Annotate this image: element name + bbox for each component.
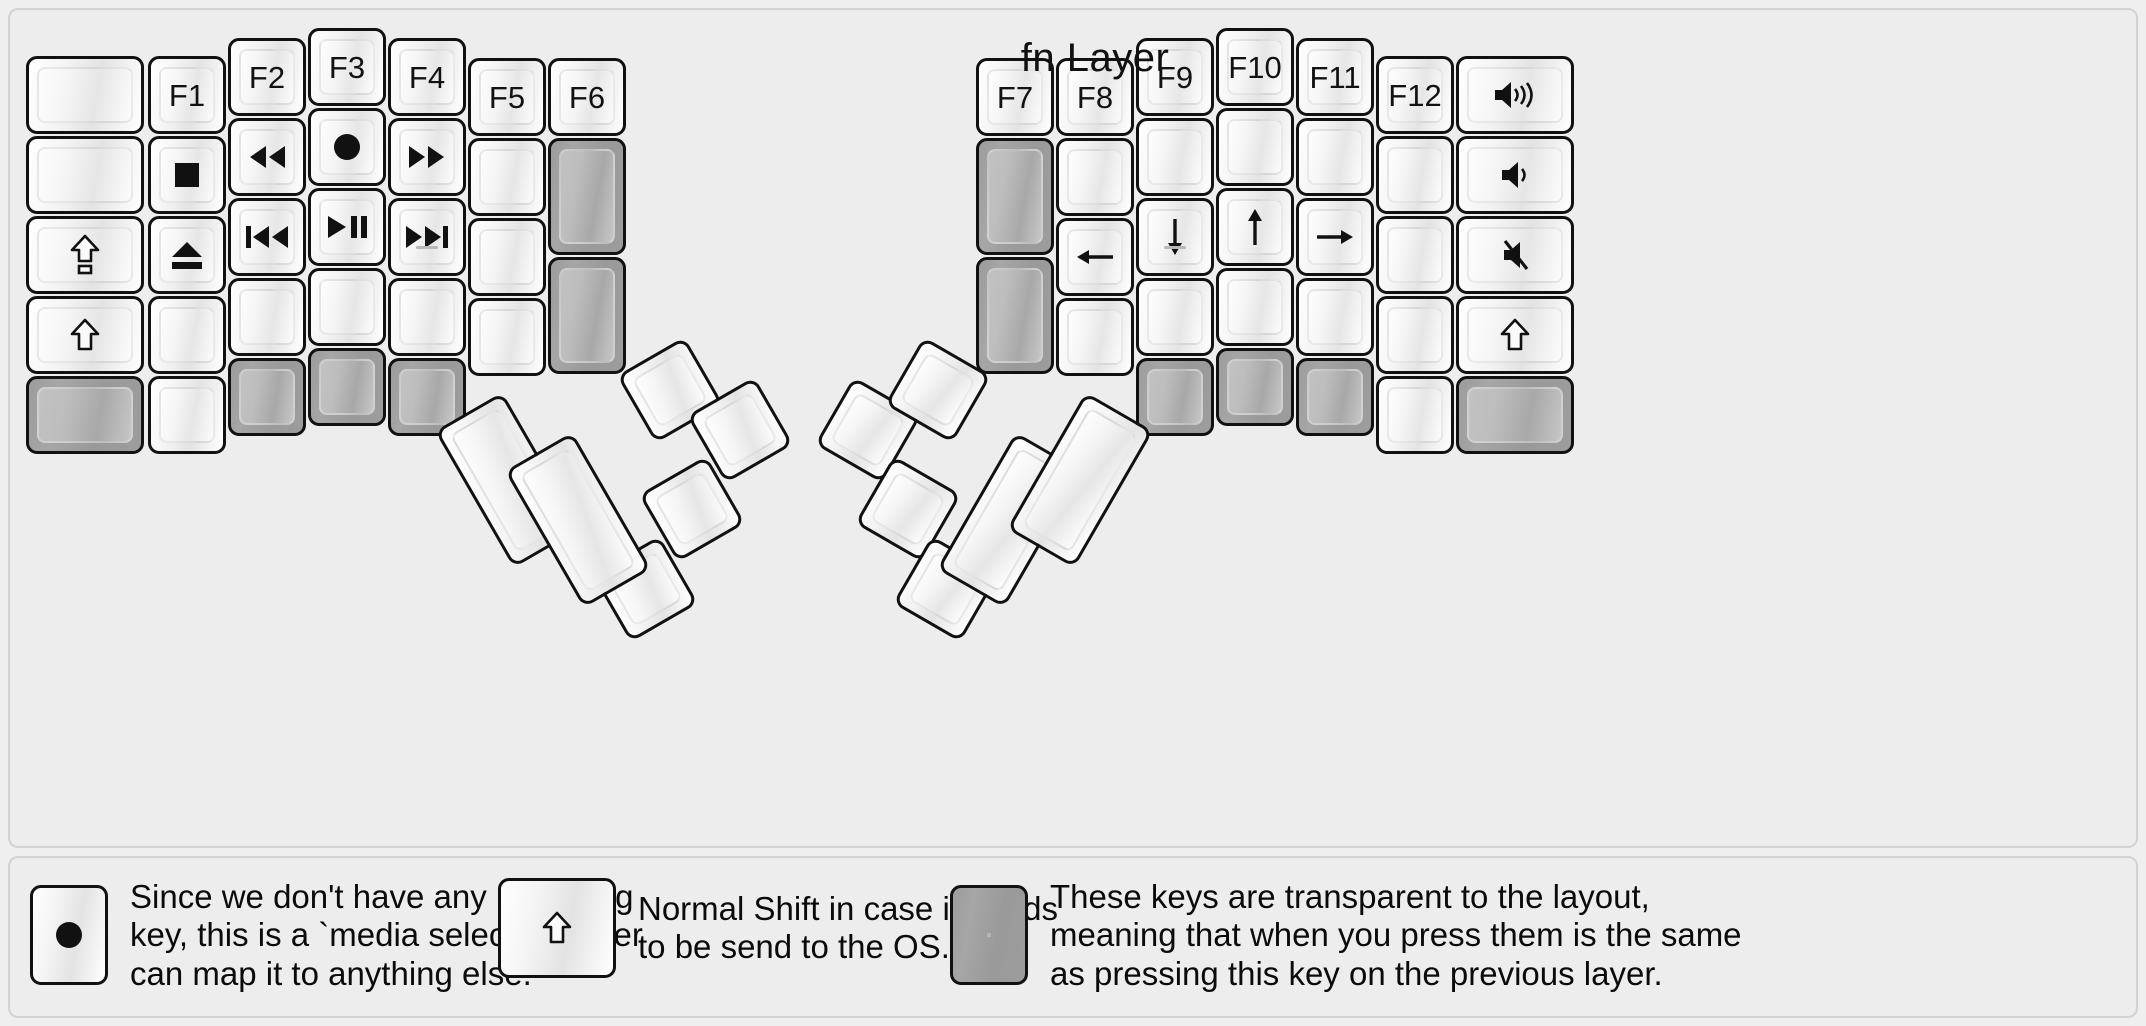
capslock-arrow-icon <box>70 234 100 276</box>
key-right-c6-r4[interactable] <box>1376 296 1454 374</box>
volume-down-icon <box>1500 159 1530 191</box>
key-label: F1 <box>168 77 206 113</box>
legend-transparent-text: These keys are transparent to the layout… <box>1050 878 1742 992</box>
shift-arrow-icon <box>70 318 100 352</box>
key-right-c6-r3[interactable] <box>1376 216 1454 294</box>
key-right-c2-r2[interactable] <box>1056 138 1134 216</box>
key-face <box>1147 289 1203 345</box>
key-right-c1-r2[interactable] <box>976 138 1054 255</box>
key-face <box>1467 387 1563 443</box>
key-arrow-left[interactable] <box>1056 218 1134 296</box>
key-label: F4 <box>408 59 446 95</box>
key-right-c7-r5[interactable] <box>1456 376 1574 454</box>
legend-media-select-key[interactable] <box>30 885 108 986</box>
key-face <box>987 933 991 938</box>
key-face <box>1227 119 1283 175</box>
key-face <box>1307 129 1363 185</box>
key-sub-dash <box>416 246 438 249</box>
key-face <box>1227 359 1283 415</box>
key-face <box>1067 149 1123 205</box>
key-label: F3 <box>328 49 366 85</box>
key-face <box>1307 369 1363 425</box>
key-volume-up[interactable] <box>1456 56 1574 134</box>
key-arrow-right[interactable] <box>1296 198 1374 276</box>
key-sub-dash <box>1164 246 1186 249</box>
key-right-c2-r4[interactable] <box>1056 298 1134 376</box>
key-face <box>1387 227 1443 283</box>
key-face <box>1147 369 1203 425</box>
arrow-down-icon <box>1161 217 1189 257</box>
key-face <box>1387 307 1443 363</box>
key-label: F9 <box>1156 59 1194 95</box>
key-right-shift[interactable] <box>1456 296 1574 374</box>
legend-transparent: These keys are transparent to the layout… <box>950 878 1742 993</box>
key-right-c4-r2[interactable] <box>1216 108 1294 186</box>
key-right-c5-r4[interactable] <box>1296 278 1374 356</box>
key-face <box>1067 309 1123 365</box>
media-record-icon <box>54 920 84 950</box>
key-label: F8 <box>1076 79 1114 115</box>
key-right-c6-r5[interactable] <box>1376 376 1454 454</box>
arrow-up-icon <box>1241 207 1269 247</box>
key-right-c5-r2[interactable] <box>1296 118 1374 196</box>
key-label: F10 <box>1228 49 1282 85</box>
shift-arrow-icon <box>1500 318 1530 352</box>
key-right-c1-r3[interactable] <box>976 257 1054 374</box>
key-right-c3-r5[interactable] <box>1136 358 1214 436</box>
arrow-right-icon <box>1315 223 1355 251</box>
key-right-c4-r4[interactable] <box>1216 268 1294 346</box>
key-arrow-up[interactable] <box>1216 188 1294 266</box>
key-face <box>1147 129 1203 185</box>
key-volume-mute[interactable] <box>1456 216 1574 294</box>
key-arrow-down[interactable] <box>1136 198 1214 276</box>
volume-mute-icon <box>1500 239 1530 271</box>
legend-panel: Since we don't have any recording key, t… <box>8 856 2138 1018</box>
key-face <box>869 470 947 548</box>
key-f12[interactable]: F12 <box>1376 56 1454 134</box>
key-face <box>899 351 977 429</box>
key-label: F2 <box>248 59 286 95</box>
media-fastforward-icon <box>407 144 447 170</box>
key-face <box>1387 387 1443 443</box>
key-label: F12 <box>1388 77 1442 113</box>
key-label: F7 <box>996 79 1034 115</box>
key-volume-down[interactable] <box>1456 136 1574 214</box>
key-face <box>1387 147 1443 203</box>
key-label: F11 <box>1309 59 1361 95</box>
key-face <box>1307 289 1363 345</box>
legend-normal-shift-key[interactable] <box>498 878 616 978</box>
legend-transparent-key[interactable] <box>950 885 1028 986</box>
key-f11[interactable]: F11 <box>1296 38 1374 116</box>
media-stop-icon <box>174 162 200 188</box>
key-right-c5-r5[interactable] <box>1296 358 1374 436</box>
key-face <box>1227 279 1283 335</box>
key-face <box>987 149 1043 244</box>
arrow-left-icon <box>1075 243 1115 271</box>
key-right-c3-r2[interactable] <box>1136 118 1214 196</box>
page-title: fn Layer <box>1020 36 1170 80</box>
media-rewind-icon <box>247 144 287 170</box>
key-right-c4-r5[interactable] <box>1216 348 1294 426</box>
key-right-c6-r2[interactable] <box>1376 136 1454 214</box>
key-face <box>1021 407 1139 553</box>
volume-up-icon <box>1493 79 1537 111</box>
media-prev-track-icon <box>244 224 290 250</box>
key-right-c3-r4[interactable] <box>1136 278 1214 356</box>
key-label: F6 <box>568 79 606 115</box>
media-playpause-icon <box>326 214 368 240</box>
shift-arrow-icon <box>542 911 572 945</box>
key-face <box>987 268 1043 363</box>
media-record-icon <box>332 132 362 162</box>
media-eject-icon <box>170 240 204 270</box>
key-label: F5 <box>488 79 526 115</box>
